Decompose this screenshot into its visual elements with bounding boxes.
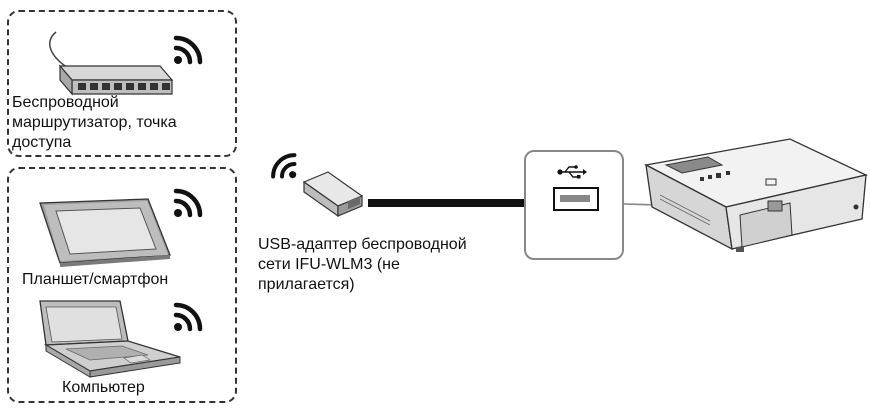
adapter-label-line2: сети IFU-WLM3 (не <box>258 256 400 273</box>
laptop-icon <box>39 300 181 378</box>
usb-port <box>553 187 599 211</box>
router-label-line1: Беспроводной <box>12 94 119 111</box>
clients-group-box <box>7 167 237 403</box>
tablet-wifi-icon <box>173 188 203 218</box>
tablet-icon <box>39 198 171 267</box>
router-icon <box>49 31 174 96</box>
router-group-box <box>7 10 237 157</box>
adapter-label-line1: USB-адаптер беспроводной <box>258 236 467 253</box>
usb-wifi-dongle-icon <box>302 171 364 218</box>
adapter-label-line3: прилагается) <box>258 276 355 293</box>
tablet-label: Планшет/смартфон <box>22 271 169 288</box>
router-label-line2: маршрутизатор, точка <box>12 114 177 131</box>
dongle-wifi-icon <box>271 153 297 179</box>
computer-label: Компьютер <box>62 379 145 396</box>
laptop-wifi-icon <box>173 302 203 332</box>
usb-symbol-icon <box>557 165 587 179</box>
router-wifi-icon <box>173 35 203 65</box>
router-label-line3: доступа <box>12 134 72 151</box>
projector-icon <box>644 138 868 252</box>
